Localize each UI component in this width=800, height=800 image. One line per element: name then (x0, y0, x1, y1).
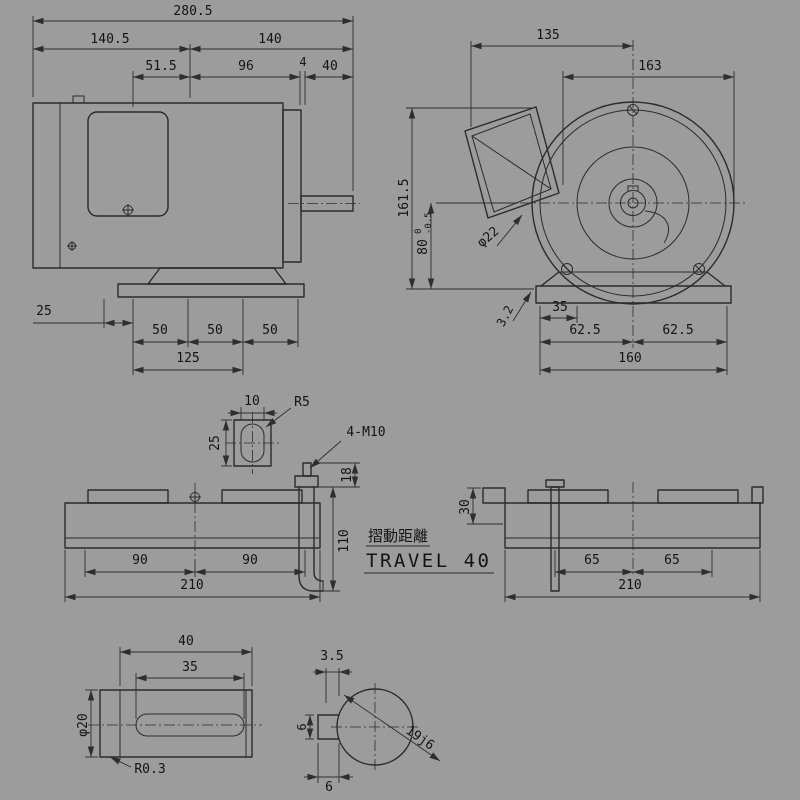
side-view: 280.5 140.5 140 51.5 96 4 40 25 50 50 50… (32, 4, 360, 375)
shaft-detail-extension-lines (85, 647, 253, 758)
dim-slot-radius: R5 (294, 395, 310, 410)
slide-base-right: 30 65 65 210 (458, 479, 764, 602)
dim-side-pitch-c: 50 (262, 323, 278, 338)
dim-pad-gauge: 3.2 (494, 303, 517, 329)
shaft-detail-outline (99, 689, 253, 758)
end-bracket (282, 109, 302, 263)
dim-rail-overall-length: 210 (180, 578, 203, 593)
dim-shaft-height-value: 80 (416, 239, 431, 255)
dim-clamp-height: 18 (340, 467, 355, 483)
slide-base-left-outline (64, 462, 324, 592)
dim-rail-pitch-b: 90 (242, 553, 258, 568)
slot-detail: 10 R5 25 (208, 394, 310, 474)
side-view-dimension-lines (33, 17, 353, 374)
lifting-lug (72, 95, 85, 104)
dim-shaft-ext-length: 40 (178, 634, 194, 649)
dim-width-across: 19j6 (403, 723, 437, 753)
shaft-section: 3.5 6 19j6 6 (295, 649, 441, 795)
slide-base-left: 4-M10 18 110 90 90 210 摺動距離 TRAVEL 40 (64, 425, 494, 602)
dim-side-foot-lead: 25 (36, 304, 52, 319)
dim-side-body-length: 96 (238, 59, 254, 74)
cover-screw-right (693, 263, 705, 275)
front-view: 135 163 161.5 80 0 -0.5 φ22 3.2 35 62.5 … (397, 28, 746, 375)
slide-base-right-extension-lines (467, 487, 761, 602)
foot-pedestal (147, 267, 287, 285)
shaft-detail-dimension-lines (87, 648, 252, 768)
base-plate-front (535, 285, 732, 304)
mounting-pad (527, 489, 609, 504)
holding-bolt-head (545, 479, 565, 488)
left-tab (482, 487, 506, 504)
dim-bolt-pitch-a: 65 (584, 553, 600, 568)
rotation-mark (644, 210, 669, 244)
dim-slot-width: 10 (244, 394, 260, 409)
dim-side-foot-span: 125 (176, 351, 199, 366)
mounting-pad (657, 489, 739, 504)
label-travel-japanese: 摺動距離 (368, 527, 428, 545)
mounting-pad (221, 489, 303, 504)
dim-front-box-width: 135 (536, 28, 559, 43)
clamp-hook-outer (298, 486, 324, 592)
dim-bolt-pitch-b: 65 (664, 553, 680, 568)
right-tab (751, 486, 764, 504)
dim-side-gap: 4 (299, 55, 306, 69)
dim-side-total-length: 280.5 (173, 4, 212, 19)
dim-shaft-height-tol-upper: 0 (414, 229, 424, 234)
shaft-extension (99, 689, 253, 758)
note-bolt-spec: 4-M10 (346, 425, 385, 440)
dim-front-overall-height: 161.5 (397, 178, 412, 217)
dim-front-foot-half-left: 62.5 (569, 323, 600, 338)
dim-side-box-offset: 51.5 (145, 59, 176, 74)
shaft-keyway-front (627, 185, 639, 192)
clamp-stud (302, 462, 312, 477)
rail-body-left (64, 502, 321, 549)
terminal-box-front (464, 106, 560, 219)
dim-rail-overall-height: 110 (337, 529, 352, 552)
dim-shaft-height-tol-lower: -0.5 (424, 212, 434, 234)
dim-shaft-center-height: 80 0 -0.5 (414, 212, 434, 255)
dim-slot-length: 25 (208, 435, 223, 451)
dim-shoulder-fillet: R0.3 (134, 762, 165, 777)
base-plate-side (117, 283, 305, 298)
dim-side-pitch-b: 50 (207, 323, 223, 338)
slide-base-right-dimension-lines (469, 488, 760, 601)
dim-side-pitch-a: 50 (152, 323, 168, 338)
dim-side-shaft-length: 40 (322, 59, 338, 74)
dim-front-foot-half-right: 62.5 (662, 323, 693, 338)
shaft-detail: 40 35 φ20 R0.3 (76, 634, 262, 777)
dim-rail-height: 30 (458, 499, 473, 515)
dim-front-foot-span: 160 (618, 351, 641, 366)
clamp-nut (294, 475, 319, 488)
slot-detail-dimensions (221, 407, 292, 467)
dim-key-height: 6 (295, 723, 309, 730)
front-view-dimension-lines (408, 42, 734, 374)
mounting-pad (87, 489, 169, 504)
dim-key-depth: 3.5 (320, 649, 343, 664)
dim-rail-pitch-a: 90 (132, 553, 148, 568)
dim-side-rear-section: 140 (258, 32, 281, 47)
side-view-outline (32, 95, 354, 298)
slide-base-left-dimension-lines (65, 440, 359, 601)
dim-front-slot-offset: 35 (552, 300, 568, 315)
dim-rail-right-length: 210 (618, 578, 641, 593)
dim-key-length: 35 (182, 660, 198, 675)
dim-key-width: 6 (325, 780, 333, 795)
dim-shaft-diameter: φ20 (76, 713, 91, 736)
slide-base-left-extension-lines (64, 462, 360, 602)
cover-screw-left (561, 263, 573, 275)
terminal-box-side (87, 111, 169, 217)
clamp-hook-inner (313, 486, 324, 582)
dim-conduit-hole: φ22 (475, 224, 503, 251)
dim-side-front-section: 140.5 (90, 32, 129, 47)
shaft-section-dimension-lines (304, 668, 441, 781)
label-travel-english: TRAVEL 40 (366, 550, 491, 572)
dim-front-overall-width: 163 (638, 59, 661, 74)
slide-base-right-outline (482, 479, 764, 592)
rail-body-right (504, 502, 761, 549)
